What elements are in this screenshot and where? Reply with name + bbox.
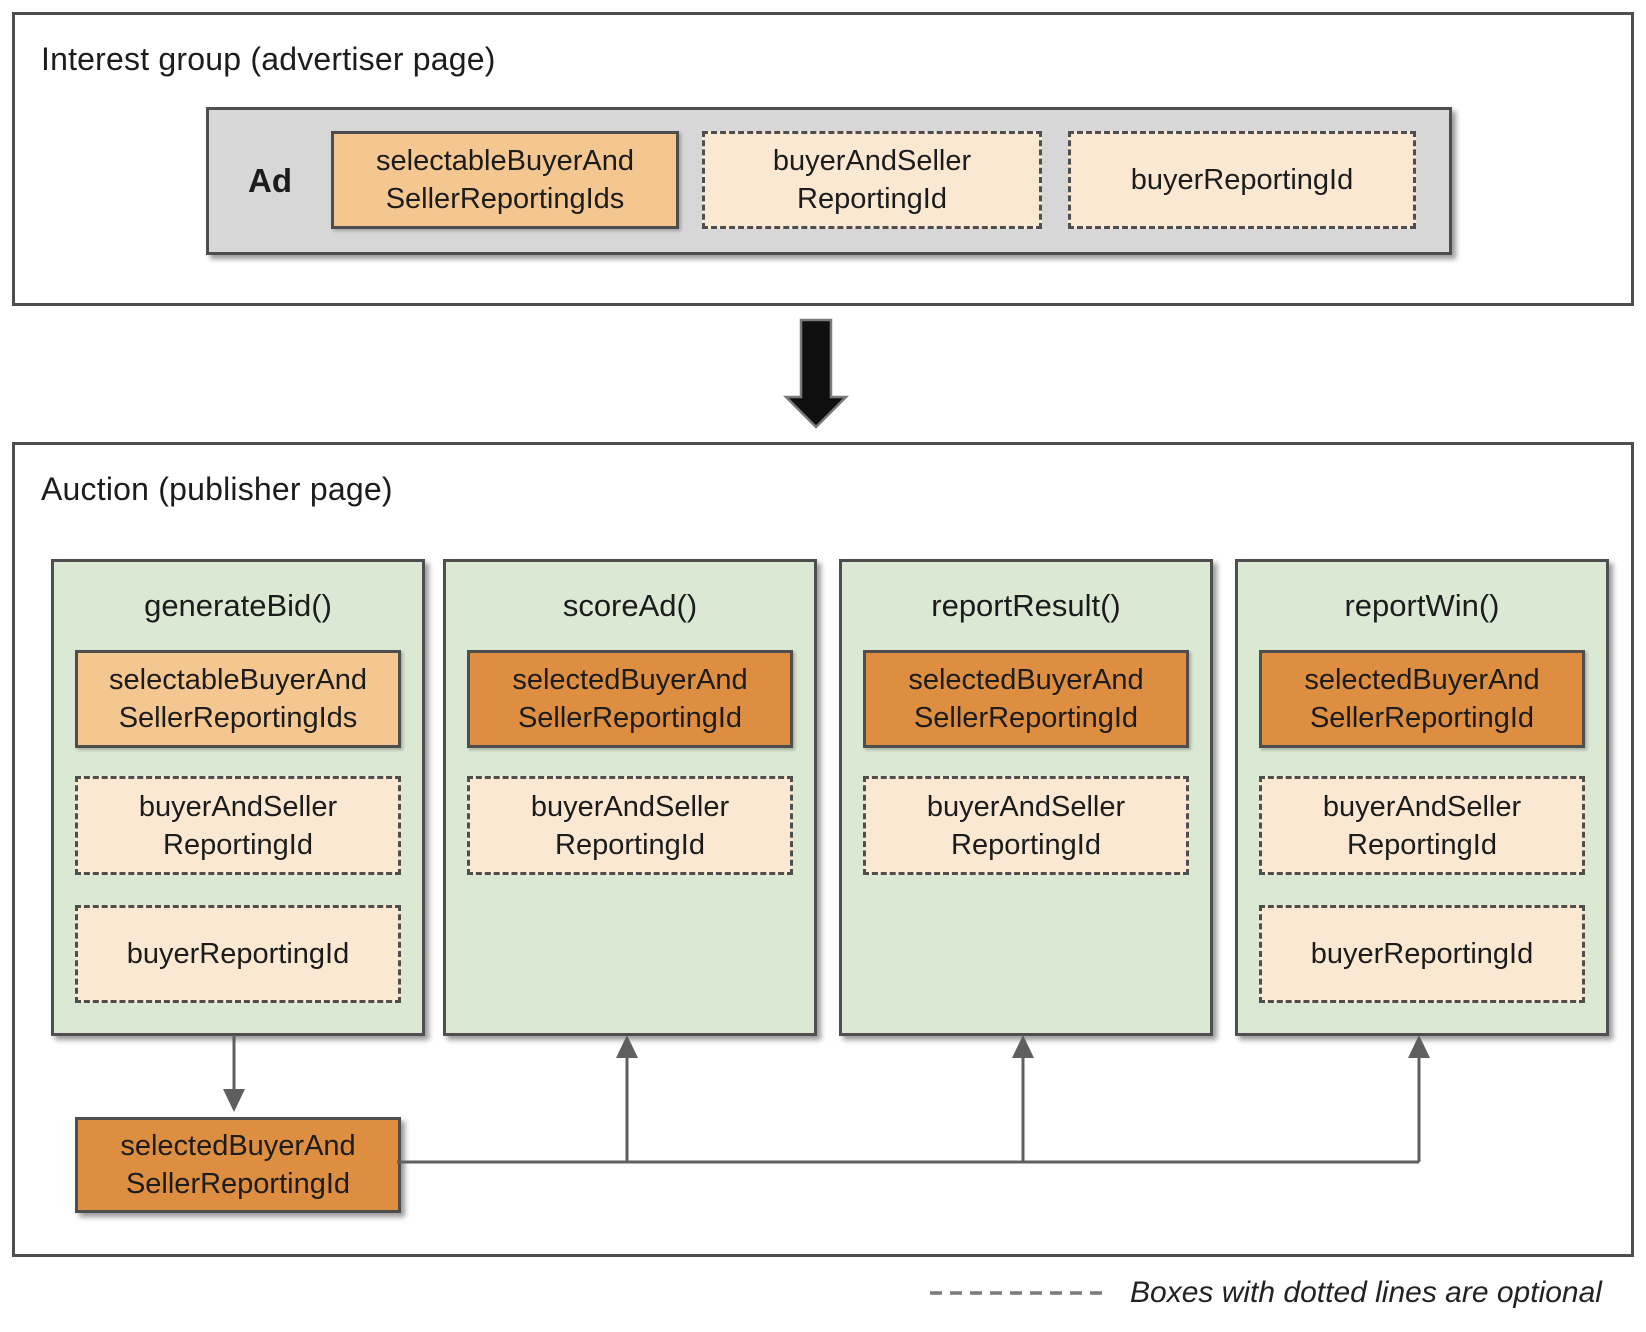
legend-text: Boxes with dotted lines are optional [1130, 1276, 1602, 1309]
legend: Boxes with dotted lines are optional [928, 1276, 1602, 1310]
panel-report-result: reportResult() selectedBuyerAnd SellerRe… [839, 559, 1213, 1036]
box-buyer-and-seller-reporting-id-optional: buyerAndSeller ReportingId [702, 131, 1042, 229]
box-label-line: ReportingId [1347, 828, 1497, 861]
panel-score-ad: scoreAd() selectedBuyerAnd SellerReporti… [443, 559, 817, 1036]
panel-generate-bid-title: generateBid() [144, 588, 332, 623]
panel-report-result-title: reportResult() [931, 588, 1121, 623]
box-selected-buyer-and-seller-reporting-id: selectedBuyerAnd SellerReportingId [1259, 650, 1585, 748]
box-label-line: SellerReportingId [125, 1168, 351, 1200]
ad-container: Ad selectableBuyerAnd SellerReportingIds… [206, 107, 1452, 255]
box-buyer-and-seller-reporting-id-optional: buyerAndSeller ReportingId [863, 776, 1189, 875]
section-flow-arrow-icon [782, 318, 850, 429]
box-label-line: selectedBuyerAnd [512, 664, 748, 696]
box-selectable-buyer-and-seller-reporting-ids: selectableBuyerAnd SellerReportingIds [331, 131, 679, 229]
box-label-line: buyerReportingId [1310, 938, 1534, 970]
box-buyer-reporting-id-optional: buyerReportingId [1259, 905, 1585, 1003]
box-label-line: ReportingId [797, 183, 947, 215]
box-selected-buyer-and-seller-reporting-id: selectedBuyerAnd SellerReportingId [467, 650, 793, 748]
box-label-line: selectedBuyerAnd [120, 1130, 356, 1162]
box-selected-buyer-and-seller-reporting-id: selectedBuyerAnd SellerReportingId [863, 650, 1189, 748]
panel-generate-bid: generateBid() selectableBuyerAnd SellerR… [51, 559, 425, 1036]
box-label-line: selectedBuyerAnd [1304, 664, 1540, 696]
box-label-line: buyerAndSeller [138, 790, 338, 823]
box-buyer-and-seller-reporting-id-optional: buyerAndSeller ReportingId [75, 776, 401, 875]
box-label-line: selectedBuyerAnd [908, 664, 1144, 696]
box-label-line: buyerAndSeller [772, 145, 972, 177]
box-label-line: buyerReportingId [1130, 164, 1354, 196]
box-label-line: ReportingId [555, 828, 705, 861]
box-label-line: selectableBuyerAnd [109, 664, 367, 696]
box-label-line: selectableBuyerAnd [376, 145, 634, 177]
dashed-line-icon [930, 1291, 1104, 1295]
box-buyer-and-seller-reporting-id-optional: buyerAndSeller ReportingId [1259, 776, 1585, 875]
box-label-line: SellerReportingId [1309, 702, 1535, 734]
auction-section: Auction (publisher page) generateBid() s… [12, 442, 1634, 1257]
box-label-line: buyerReportingId [126, 938, 350, 970]
box-buyer-and-seller-reporting-id-optional: buyerAndSeller ReportingId [467, 776, 793, 875]
interest-group-title: Interest group (advertiser page) [41, 41, 496, 77]
auction-title: Auction (publisher page) [41, 471, 393, 507]
box-label-line: SellerReportingId [913, 702, 1139, 734]
panel-report-win-title: reportWin() [1344, 588, 1500, 623]
box-label-line: buyerAndSeller [1322, 790, 1522, 823]
box-label-line: buyerAndSeller [530, 790, 730, 823]
panel-report-win: reportWin() selectedBuyerAnd SellerRepor… [1235, 559, 1609, 1036]
ad-label: Ad [248, 162, 292, 199]
box-label-line: SellerReportingId [517, 702, 743, 734]
box-label-line: SellerReportingIds [118, 702, 358, 734]
box-buyer-reporting-id-optional: buyerReportingId [75, 905, 401, 1003]
box-selected-buyer-and-seller-reporting-id-output: selectedBuyerAnd SellerReportingId [75, 1117, 401, 1213]
box-label-line: buyerAndSeller [926, 790, 1126, 823]
box-label-line: SellerReportingIds [385, 183, 625, 215]
box-label-line: ReportingId [951, 828, 1101, 861]
interest-group-section: Interest group (advertiser page) Ad sele… [12, 12, 1634, 306]
box-label-line: ReportingId [163, 828, 313, 861]
box-selectable-buyer-and-seller-reporting-ids: selectableBuyerAnd SellerReportingIds [75, 650, 401, 748]
panel-score-ad-title: scoreAd() [562, 588, 698, 623]
box-buyer-reporting-id-optional: buyerReportingId [1068, 131, 1416, 229]
